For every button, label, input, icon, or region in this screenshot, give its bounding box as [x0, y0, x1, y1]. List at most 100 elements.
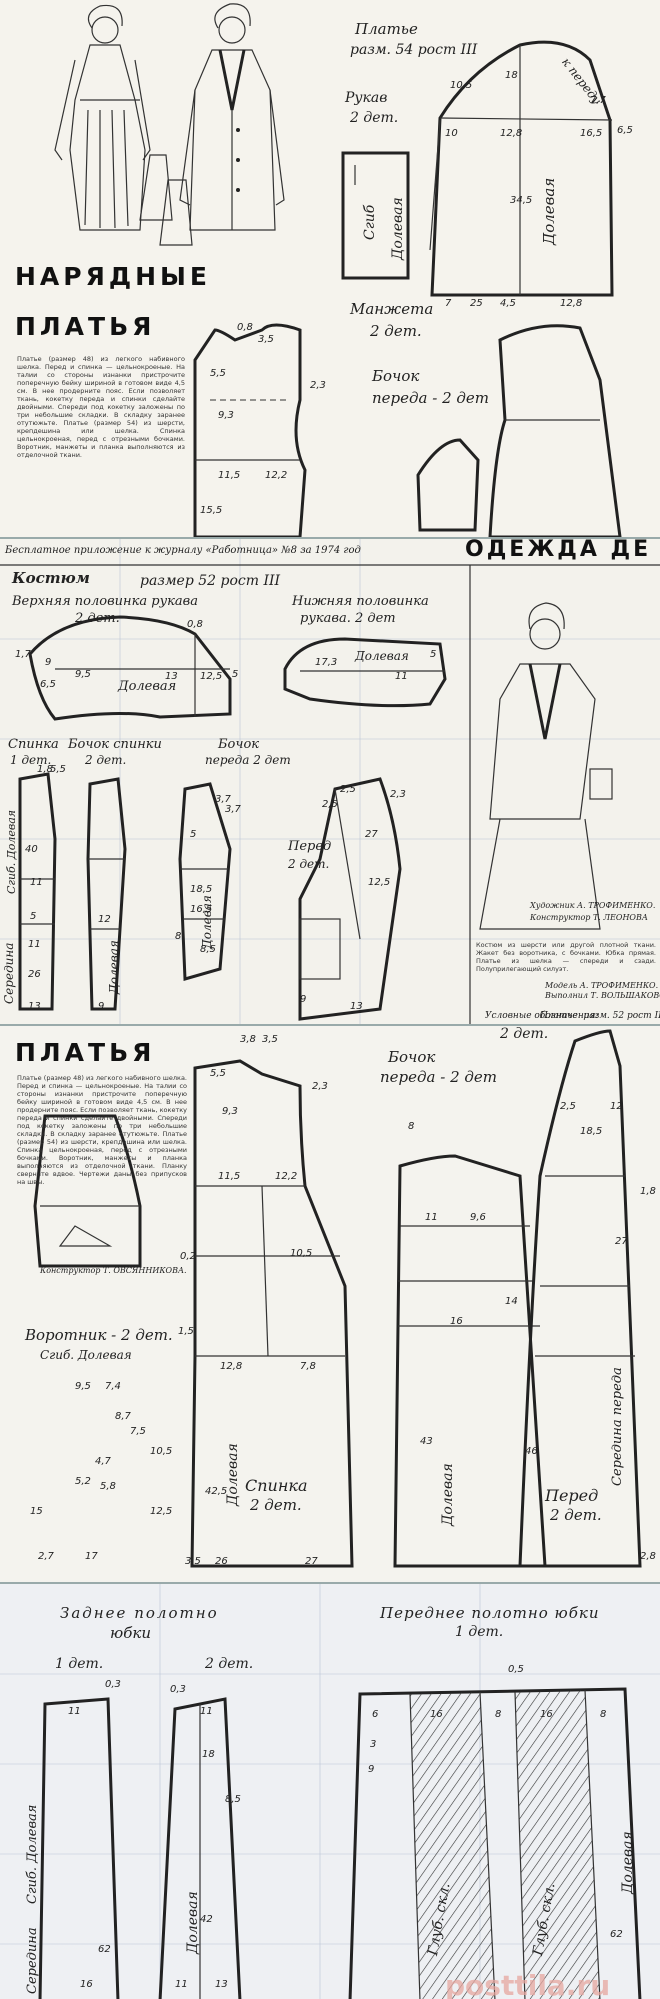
collar-fold-grain: Сгиб. Долевая — [40, 1348, 132, 1362]
back-view-small-2 — [159, 179, 193, 246]
side-count-2: переда - 2 дет — [380, 1068, 497, 1086]
sleeve-count: 2 дет. — [350, 110, 399, 126]
num: 9 — [368, 1764, 375, 1775]
num: 5,5 — [210, 368, 226, 379]
background-grid — [0, 539, 660, 1024]
watermark: posttila.ru — [445, 1969, 611, 1999]
num: 5,8 — [100, 1481, 116, 1492]
back-count-2: 2 дет. — [205, 1656, 254, 1672]
sheet-3-drawing — [33, 1029, 642, 1568]
num: 2,7 — [38, 1551, 54, 1562]
num: 16,5 — [190, 904, 213, 915]
upper-sleeve-grain: Долевая — [118, 679, 177, 694]
num: 9,6 — [470, 1212, 486, 1223]
constructor-credit: Конструктор Т. ЛЕОНОВА — [530, 913, 648, 922]
num: 2,3 — [390, 789, 406, 800]
num: 3 — [370, 1739, 377, 1750]
sheet-1: НАРЯДНЫЕ ПЛАТЬЯ Платье (размер 48) из ле… — [0, 0, 660, 537]
num: 9,5 — [75, 1381, 91, 1392]
num: 0,8 — [187, 619, 203, 630]
front-panel-label: Переднее полотно юбки — [380, 1604, 600, 1622]
back-count-2: 2 дет. — [250, 1496, 302, 1514]
sheet-3: ПЛАТЬЯ Платье (размер 48) из легкого наб… — [0, 1024, 660, 1582]
num: 9,5 — [75, 669, 91, 680]
num: 12,5 — [150, 1506, 173, 1517]
collar-pattern — [33, 1114, 142, 1268]
back-panel-label-2: юбки — [110, 1624, 151, 1642]
cuff-pattern — [341, 151, 410, 280]
num: 11 — [425, 1212, 438, 1223]
back-grain: Долевая — [225, 1443, 241, 1506]
num: 8 — [600, 1709, 607, 1720]
sleeve-grain-label: Долевая — [540, 177, 558, 245]
num: 12,5 — [368, 877, 391, 888]
num: 1,5 — [178, 1326, 194, 1337]
side-back-count: 2 дет. — [85, 753, 127, 767]
num: 7,5 — [130, 1426, 146, 1437]
num: 9 — [98, 1001, 105, 1012]
num: 7,4 — [105, 1381, 121, 1392]
num: 6 — [372, 1709, 379, 1720]
num: 3,7 — [215, 794, 231, 805]
lower-sleeve-pattern — [283, 637, 447, 708]
fold-grain-label: Сгиб. Долевая — [5, 809, 18, 894]
num: 26 — [28, 969, 41, 980]
num: 8 — [175, 931, 182, 942]
num: 3,5 — [258, 334, 274, 345]
num: 42 — [200, 1914, 213, 1925]
num: 62 — [610, 1929, 623, 1940]
middle-label: Середина — [2, 942, 16, 1004]
costume-label: Костюм — [12, 569, 90, 587]
num: 0,2 — [180, 1251, 196, 1262]
num: 13 — [28, 1001, 41, 1012]
legend-title: Условные обозначения: — [485, 1011, 599, 1021]
collar-label: Воротник - 2 дет. — [25, 1326, 173, 1344]
bodice-front-pattern — [193, 323, 307, 537]
side-back-grain: Долевая — [107, 940, 121, 994]
back-skirt-panel-2 — [158, 1697, 242, 1999]
front-label: Перед — [288, 839, 332, 854]
side-back-pattern — [86, 777, 127, 1011]
side-label: Бочок — [372, 367, 420, 385]
num: 9,3 — [218, 410, 234, 421]
front-skirt-panel — [348, 1687, 642, 1999]
num: 12,5 — [200, 671, 223, 682]
num: 27 — [365, 829, 378, 840]
front-count-label: 1 дет. — [455, 1624, 504, 1640]
sleeve-label: Рукав — [345, 90, 388, 106]
num: 12 — [610, 1101, 623, 1112]
num: 8,5 — [200, 944, 216, 955]
sheet-4-drawing — [0, 1584, 660, 1999]
legend-item: Платье. разм. 52 рост III — [540, 1011, 660, 1021]
back-count: 1 дет. — [10, 753, 52, 767]
num: 13 — [350, 1001, 363, 1012]
num: 5 — [30, 911, 37, 922]
num: 7,7 — [590, 95, 606, 106]
upper-sleeve-count: 2 дет. — [75, 611, 120, 626]
front-count: 2 дет. — [288, 857, 330, 871]
num: 17 — [85, 1551, 98, 1562]
side-front-label: Бочок — [218, 737, 260, 752]
coat-illustration — [179, 3, 285, 231]
back2-grain: Долевая — [185, 1891, 201, 1954]
num: 3,5 — [185, 1556, 201, 1567]
num: 11 — [68, 1706, 81, 1717]
num: 2,8 — [640, 1551, 656, 1562]
num: 27 — [305, 1556, 318, 1567]
jacket-front-pattern — [298, 777, 402, 1021]
dress-back-pattern — [190, 1059, 354, 1568]
num: 5 — [190, 829, 197, 840]
sheet-2: Бесплатное приложение к журналу «Работни… — [0, 537, 660, 1024]
num: 34,5 — [510, 195, 533, 206]
side-front-pattern-2 — [178, 782, 232, 981]
num: 12,2 — [275, 1171, 298, 1182]
model-credit: Модель А. ТРОФИМЕНКО. — [545, 981, 659, 990]
num: 1,8 — [640, 1186, 656, 1197]
num: 3,8 — [240, 1034, 256, 1045]
num: 3,5 — [262, 1034, 278, 1045]
num: 40 — [25, 844, 38, 855]
num: 12 — [98, 914, 111, 925]
num: 46 — [525, 1446, 538, 1457]
num: 1,8 — [37, 764, 53, 775]
side-front-pattern — [416, 324, 622, 537]
